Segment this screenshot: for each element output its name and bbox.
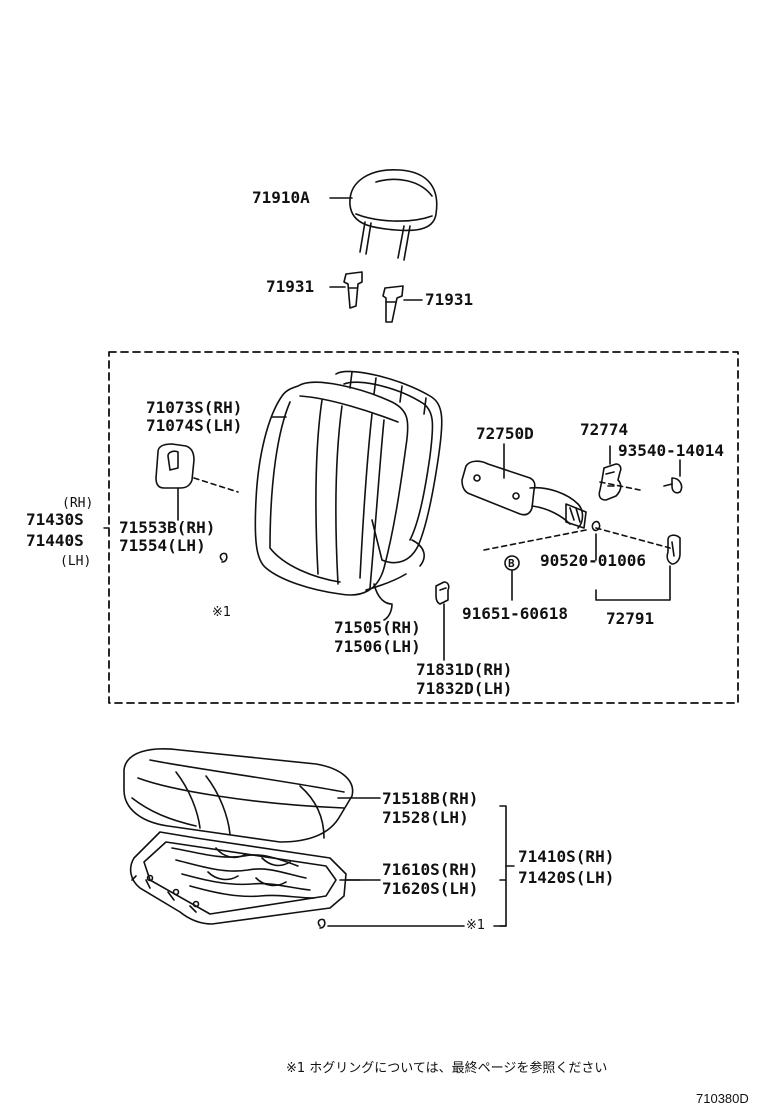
- headrest-support-number-right: 71931: [425, 290, 474, 309]
- headrest-part-number: 71910A: [252, 188, 310, 207]
- back-assy-side-rh: (RH): [62, 496, 94, 511]
- ring-number: 90520-01006: [540, 551, 646, 570]
- bolt-mark: B: [508, 557, 515, 570]
- seatback-cover-drawing: [255, 382, 407, 595]
- back-pad-number-rh: 71505(RH): [334, 618, 421, 637]
- cushion-pad-number-rh: 71610S(RH): [382, 860, 479, 879]
- clip-number: 91651-60618: [462, 604, 568, 623]
- lever-number: 72791: [606, 609, 655, 628]
- cushion-assy-number-rh: 71410S(RH): [518, 847, 615, 866]
- bracket-number: 72774: [580, 420, 629, 439]
- screw-number: 93540-14014: [618, 441, 724, 460]
- back-assy-side-lh: (LH): [60, 554, 92, 569]
- recliner-adjuster-drawing: [462, 444, 586, 528]
- cushion-cover-number-rh: 71518B(RH): [382, 789, 479, 808]
- lever-drawing: [484, 528, 680, 564]
- hog-ring-back: [220, 553, 226, 562]
- back-pad-number-lh: 71506(LH): [334, 637, 421, 656]
- seat-cushion-frame-drawing: [131, 832, 380, 924]
- back-board-number-lh: 71554(LH): [119, 536, 206, 555]
- back-assy-number-lh: 71440S: [26, 531, 84, 550]
- seatback-frame-drawing: [336, 371, 442, 566]
- note-mark-cushion: ※1: [466, 918, 486, 933]
- note-mark-back: ※1: [212, 605, 232, 620]
- back-board-drawing: [156, 444, 238, 520]
- ring-drawing: [592, 522, 599, 531]
- footnote: ※1 ホグリングについては、最終ページを参照ください: [286, 1061, 608, 1076]
- headrest-drawing: [330, 170, 437, 260]
- clip-drawing: [505, 556, 519, 600]
- cushion-cover-number-lh: 71528(LH): [382, 808, 469, 827]
- back-assy-number-rh: 71430S: [26, 510, 84, 529]
- bracket-drawing: [599, 446, 681, 500]
- hog-ring-cushion: [318, 919, 324, 928]
- cushion-assy-number-lh: 71420S(LH): [518, 868, 615, 887]
- headrest-support-number-left: 71931: [266, 277, 315, 296]
- hook-number-lh: 71832D(LH): [416, 679, 513, 698]
- hook-number-rh: 71831D(RH): [416, 660, 513, 679]
- back-board-number-rh: 71553B(RH): [119, 518, 216, 537]
- adjuster-number: 72750D: [476, 424, 534, 443]
- seatback-assembly-boundary: [109, 352, 738, 703]
- hook-drawing: [436, 582, 449, 660]
- headrest-support-drawing: [330, 272, 422, 322]
- cushion-pad-number-lh: 71620S(LH): [382, 879, 479, 898]
- diagram-code: 710380D: [696, 1091, 749, 1106]
- seat-cushion-cover-drawing: [124, 749, 353, 842]
- back-cover-number-lh: 71074S(LH): [146, 416, 243, 435]
- back-cover-number-rh: 71073S(RH): [146, 398, 243, 417]
